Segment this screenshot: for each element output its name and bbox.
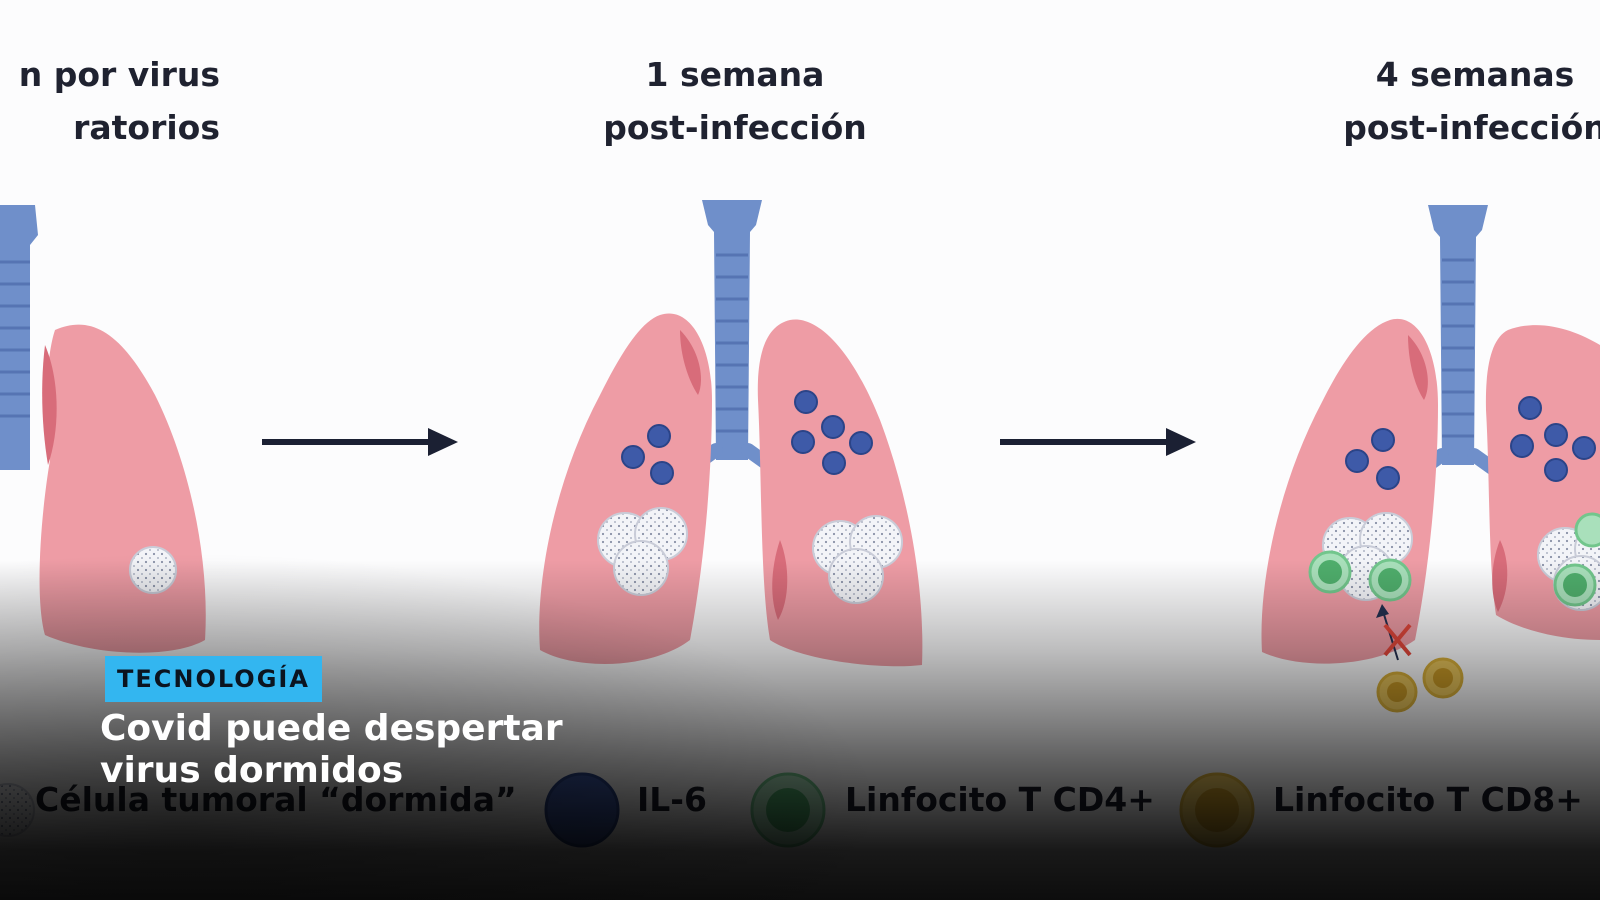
stage-title-line: n por virus [18,55,220,94]
stage-title-line: 4 semanas [1375,55,1575,94]
cd8-legend-icon [1179,772,1255,848]
stage3-lungs [1261,205,1600,713]
stage2-lungs [539,200,923,667]
legend-label-cd8: Linfocito T CD8+ [1273,780,1583,819]
arrow-1 [262,428,458,456]
category-badge[interactable]: TECNOLOGÍA [105,656,322,702]
stage-title-2: 1 semana post-infección [570,48,900,154]
tumor-legend-icon [0,783,35,837]
stage1-lungs [0,205,206,653]
stage-title-line: post-infección [1343,108,1600,147]
trachea [0,205,38,470]
right-lung [39,324,206,653]
cd4-legend-icon [750,772,826,848]
left-lung [757,319,923,667]
legend-label-cd4: Linfocito T CD4+ [845,780,1155,819]
right-lung [1261,318,1438,664]
arrow-2 [1000,428,1196,456]
stage-title-3: 4 semanas post-infección [1310,48,1600,154]
stage-title-line: 1 semana [645,55,825,94]
stage-title-1: n por virus ratorios [0,48,220,154]
stage-title-line: post-infección [603,108,867,147]
dormant-tumor-cell [129,546,177,594]
article-headline[interactable]: Covid puede despertar virus dormidos [100,708,563,791]
cd8-cells [1376,657,1464,713]
stage-title-line: ratorios [73,108,220,147]
